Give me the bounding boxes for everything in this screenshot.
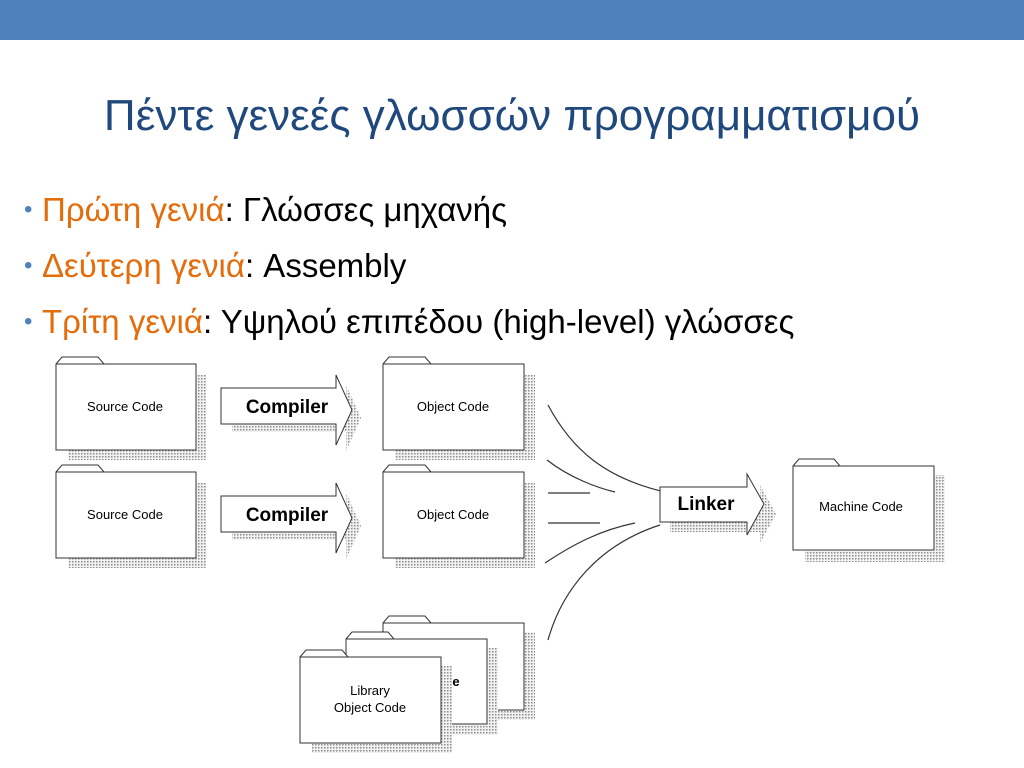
compiler-label-2: Compiler	[246, 505, 329, 526]
library-peek-label: e	[452, 674, 459, 689]
library-label-line1: Library	[350, 683, 390, 698]
bullet-text: : Υψηλού επιπέδου (high-level) γλώσσες	[202, 303, 795, 340]
link-curves	[544, 404, 666, 641]
linker-arrow: Linker	[659, 472, 776, 543]
bullet-dot-icon: •	[24, 308, 33, 335]
object-code-folder-2: Object Code	[382, 464, 535, 568]
top-accent-bar	[0, 0, 1024, 40]
library-folder-front: Library Object Code	[299, 649, 452, 753]
bullet-item-first-generation: • Πρώτη γενιά: Γλώσσες μηχανής	[24, 188, 794, 244]
source-code-label-1: Source Code	[87, 399, 163, 414]
bullet-highlight: Πρώτη γενιά	[42, 191, 225, 228]
bullet-dot-icon: •	[24, 252, 33, 279]
curve-library	[547, 524, 661, 641]
machine-code-label: Machine Code	[819, 499, 903, 514]
source-code-folder-2: Source Code	[55, 464, 206, 568]
bullet-highlight: Δεύτερη γενιά	[42, 247, 245, 284]
slide-title: Πέντε γενεές γλωσσών προγραμματισμού	[103, 91, 921, 140]
bullet-list: • Πρώτη γενιά: Γλώσσες μηχανής • Δεύτερη γ…	[24, 188, 794, 356]
bullet-text: : Assembly	[244, 247, 407, 284]
curve-object-1	[547, 404, 666, 493]
machine-code-folder: Machine Code	[792, 458, 945, 562]
source-code-label-2: Source Code	[87, 507, 163, 522]
source-code-folder-1: Source Code	[55, 356, 206, 460]
bullet-highlight: Τρίτη γενιά	[42, 303, 203, 340]
bullet-dot-icon: •	[24, 196, 33, 223]
object-code-folder-1: Object Code	[382, 356, 535, 460]
curve-object-1-inner	[546, 459, 616, 493]
bullet-item-third-generation: • Τρίτη γενιά: Υψηλού επιπέδου (high-leve…	[24, 300, 794, 356]
bullet-text: : Γλώσσες μηχανής	[224, 191, 508, 228]
compiler-arrow-1: Compiler	[220, 374, 361, 451]
curve-object-2-bottom	[544, 522, 636, 564]
linker-label: Linker	[677, 494, 735, 515]
object-code-label-2: Object Code	[417, 507, 489, 522]
library-label-line2: Object Code	[334, 700, 406, 715]
compiler-label-1: Compiler	[246, 397, 329, 418]
object-code-label-1: Object Code	[417, 399, 489, 414]
bullet-item-second-generation: • Δεύτερη γενιά: Assembly	[24, 244, 794, 300]
compiler-arrow-2: Compiler	[220, 482, 361, 559]
